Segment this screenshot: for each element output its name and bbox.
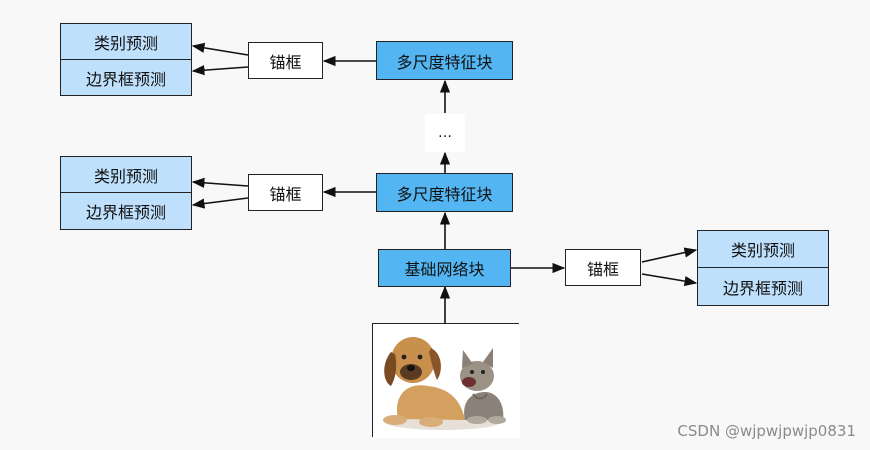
arrow-anchor-mid-to-bbox: [191, 197, 249, 209]
arrow-anchor-mid-to-class: [191, 177, 249, 188]
base-network-block: 基础网络块: [378, 249, 511, 287]
input-image: [372, 323, 520, 438]
bbox-prediction-top: 边界框预测: [60, 59, 192, 96]
bbox-prediction-middle: 边界框预测: [60, 192, 192, 230]
anchor-box-right: 锚框: [565, 249, 641, 286]
arrow-anchor-right-to-bbox: [641, 273, 698, 287]
puppy-and-kitten-photo: [373, 324, 520, 438]
anchor-box-middle: 锚框: [248, 174, 323, 211]
class-prediction-middle: 类别预测: [60, 156, 192, 193]
arrow-anchor-top-to-class: [191, 42, 249, 56]
class-prediction-right: 类别预测: [697, 230, 829, 268]
ellipsis: …: [425, 114, 465, 152]
bbox-prediction-right: 边界框预测: [697, 267, 829, 306]
watermark: CSDN @wjpwjpwjp0831: [677, 422, 856, 440]
arrow-anchor-right-to-class: [641, 247, 698, 263]
multiscale-block-top: 多尺度特征块: [376, 41, 513, 80]
class-prediction-top: 类别预测: [60, 23, 192, 60]
anchor-box-top: 锚框: [248, 42, 323, 79]
arrow-anchor-top-to-bbox: [191, 65, 249, 76]
multiscale-block-middle: 多尺度特征块: [376, 173, 513, 212]
